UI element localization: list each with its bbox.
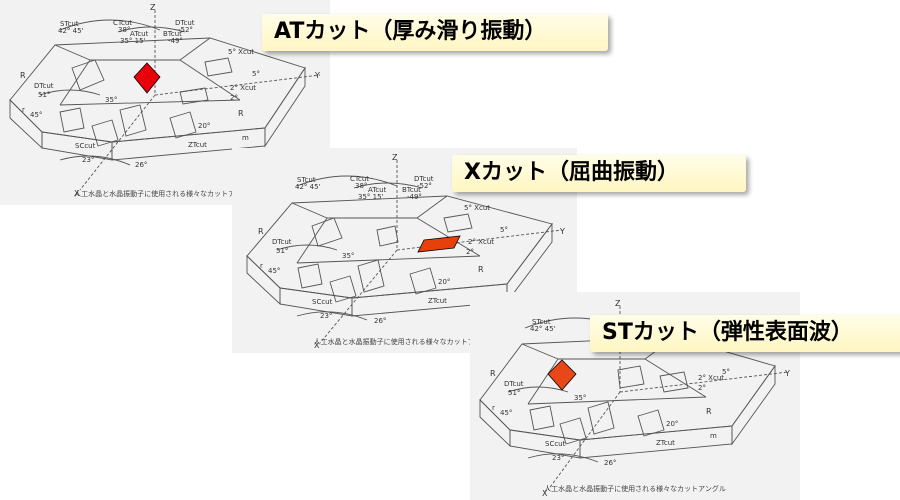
angle-35-label: 35° (105, 96, 117, 104)
dt-cut-lower-label: DTcut (34, 82, 54, 90)
st-cut-label: STcut (60, 20, 79, 28)
at-angle-label: 35° 15' (120, 37, 146, 45)
st-cut-title: STカット（弾性表面波） (590, 315, 900, 352)
angle-23-label: 23° (552, 454, 564, 462)
x-cut-title: Xカット（屈曲振動） (452, 155, 746, 192)
face-r-small-label: r (492, 404, 495, 412)
zt-cut-label: ZTcut (656, 439, 675, 447)
x2-angle-label: 2° (230, 94, 238, 102)
diagram-caption: 人工水晶と水晶振動子に使用される様々なカットアングル (74, 190, 256, 198)
ct-cut-label: CTcut (113, 19, 132, 27)
angle-26-label: 26° (374, 317, 386, 325)
axis-y-label: Y (314, 71, 320, 80)
face-m-label: m (710, 432, 717, 440)
angle-20-label: 20° (198, 122, 210, 130)
zt-cut-label: ZTcut (428, 297, 447, 305)
at-cut-label: ATcut (130, 30, 149, 38)
diagram-caption: 人工水晶と水晶振動子に使用される様々なカットアングル (544, 485, 726, 493)
st-angle-label: 42° 45' (295, 183, 321, 191)
axis-z-label: Z (150, 3, 156, 12)
dt-angle-lower-label: 51° (508, 389, 520, 397)
bt-angle-label: -49° (168, 37, 183, 45)
x2-angle-label: 2° (698, 384, 706, 392)
x5-cut-label: 5° Xcut (464, 204, 490, 212)
angle-35-label: 35° (342, 252, 354, 260)
crystal-drawing: Z Y X STcut 42° 45' CTcut 38° DTcut -52°… (9, 3, 321, 198)
dt-cut-lower-label: DTcut (504, 380, 524, 388)
dt-cut-lower-label: DTcut (272, 238, 292, 246)
bt-angle-label: -49° (407, 193, 422, 201)
sc-cut-label: SCcut (75, 142, 96, 150)
axis-z-label: Z (392, 153, 398, 162)
crystal-drawing: Z Y X STcut 42° 45' 2° Xcut 2° 5° DTcut … (479, 299, 790, 498)
st-cut-label: STcut (297, 176, 316, 184)
angle-23-label: 23° (82, 156, 94, 164)
bt-cut-label: BTcut (402, 186, 421, 194)
face-r-big-label: R (490, 369, 496, 378)
dt-angle-lower-label: 51° (38, 91, 50, 99)
ct-cut-label: CTcut (350, 175, 369, 183)
axis-z-label: Z (615, 299, 621, 308)
at-cut-label: ATcut (368, 186, 387, 194)
x5-angle-label: 5° (252, 70, 260, 78)
dt-angle-label: -52° (417, 182, 432, 190)
face-r-big-label: R (258, 227, 264, 236)
bt-cut-label: BTcut (163, 30, 182, 38)
sc-cut-label: SCcut (312, 298, 333, 306)
axis-y-label: Y (784, 369, 790, 378)
angle-45-label: 45° (500, 409, 512, 417)
diagram-caption: 人工水晶と水晶振動子に使用される様々なカットアングル (313, 338, 496, 346)
face-m-label: m (242, 134, 249, 142)
face-r-small-label: r (22, 106, 25, 114)
angle-26-label: 26° (135, 161, 147, 169)
ct-angle-label: 38° (118, 26, 130, 34)
angle-26-label: 26° (604, 459, 616, 467)
angle-20-label: 20° (438, 278, 450, 286)
x5-angle-label: 5° (722, 368, 730, 376)
face-r-big-label-2: R (706, 407, 712, 416)
st-cut-label: STcut (532, 318, 551, 326)
angle-45-label: 45° (30, 111, 42, 119)
st-cut-highlight (547, 359, 577, 391)
sc-cut-label: SCcut (545, 440, 566, 448)
ct-angle-label: 38° (355, 182, 367, 190)
axis-x-label: X (542, 489, 548, 498)
x2-angle-label: 2° (466, 248, 474, 256)
x5-cut-label: 5° Xcut (228, 48, 254, 56)
angle-23-label: 23° (320, 312, 332, 320)
angle-35-label: 35° (574, 394, 586, 402)
st-angle-label: 42° 45' (530, 325, 556, 333)
st-angle-label: 42° 45' (58, 27, 84, 35)
x-cut-highlight (417, 235, 461, 253)
at-cut-highlight (133, 62, 161, 94)
zt-cut-label: ZTcut (188, 141, 207, 149)
angle-45-label: 45° (268, 267, 280, 275)
crystal-drawing: Z Y X STcut 42° 45' CTcut 38° DTcut -52°… (246, 153, 565, 350)
x5-angle-label: 5° (500, 226, 508, 234)
face-r-small-label: r (260, 262, 263, 270)
face-r-big-label-2: R (238, 109, 244, 118)
dt-cut-label: DTcut (175, 19, 195, 27)
axis-x-label: X (74, 189, 80, 198)
angle-20-label: 20° (666, 420, 678, 428)
axis-y-label: Y (559, 227, 565, 236)
x2-cut-label: 2° Xcut (468, 238, 494, 246)
at-cut-title: ATカット（厚み滑り振動） (262, 14, 608, 51)
at-angle-label: 35° 15' (358, 193, 384, 201)
x2-cut-label: 2° Xcut (698, 374, 724, 382)
dt-angle-lower-label: 51° (276, 247, 288, 255)
axis-x-label: X (314, 341, 320, 350)
face-r-big-label: R (20, 71, 26, 80)
face-r-big-label-2: R (478, 265, 484, 274)
dt-cut-label: DTcut (414, 175, 434, 183)
dt-angle-label: -52° (178, 26, 193, 34)
x2-cut-label: 2° Xcut (230, 84, 256, 92)
